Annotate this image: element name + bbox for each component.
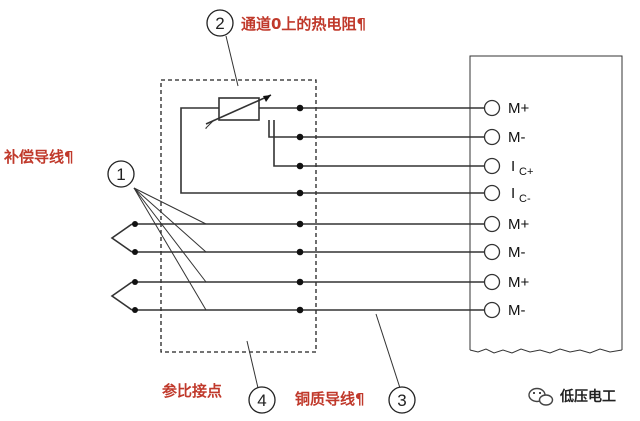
module-box-torn-edge <box>469 348 623 354</box>
copper-wire-label: 铜质导线¶ <box>295 390 365 408</box>
marker-2-leader <box>225 35 239 87</box>
terminal-label-7: M+ <box>508 274 529 291</box>
terminal-label-1: M+ <box>508 100 529 117</box>
thermocouple-1 <box>110 223 133 253</box>
marker-2: 2 <box>206 9 234 37</box>
terminal-label-2: M- <box>508 129 526 146</box>
terminal-8 <box>483 301 501 319</box>
terminal-label-6: M- <box>508 244 526 261</box>
terminal-7 <box>483 273 501 291</box>
compensation-wire-label: 补偿导线¶ <box>3 148 74 166</box>
terminal-sub-3: C+ <box>519 166 533 178</box>
marker-4: 4 <box>248 386 276 414</box>
compensation-start-dots <box>132 221 138 313</box>
marker-3: 3 <box>388 386 416 414</box>
copper-wires <box>132 107 484 311</box>
marker-1: 1 <box>107 160 135 188</box>
terminal-block: M+ M- I C+ I C- M+ M- M+ M- <box>483 99 533 319</box>
terminal-3 <box>483 157 501 175</box>
terminal-label-8: M- <box>508 302 526 319</box>
terminal-label-4: I <box>511 185 515 202</box>
terminal-5 <box>483 215 501 233</box>
logo: 低压电工 <box>528 387 616 406</box>
wechat-icon <box>528 387 554 406</box>
reference-junction-dots <box>296 104 304 314</box>
terminal-6 <box>483 243 501 261</box>
reference-junction-box <box>160 79 317 353</box>
marker-1-leaders <box>133 187 207 311</box>
terminal-1 <box>483 99 501 117</box>
terminal-label-3: I <box>511 158 515 175</box>
terminal-2 <box>483 128 501 146</box>
reference-junction-label: 参比接点 <box>162 382 222 400</box>
svg-text:4: 4 <box>257 391 266 410</box>
marker-4-leader <box>246 340 259 389</box>
rtd-channel-label: 通道0上的热电阻¶ <box>241 15 366 33</box>
rtd-sensor <box>180 94 300 194</box>
thermocouple-2 <box>110 281 133 311</box>
terminal-sub-4: C- <box>519 193 531 205</box>
svg-text:1: 1 <box>116 165 125 184</box>
logo-text: 低压电工 <box>559 388 616 405</box>
terminal-label-5: M+ <box>508 216 529 233</box>
module-box <box>469 55 623 350</box>
marker-3-leader <box>375 313 401 389</box>
svg-text:3: 3 <box>397 391 406 410</box>
terminal-4 <box>483 184 501 202</box>
svg-text:2: 2 <box>215 14 224 33</box>
